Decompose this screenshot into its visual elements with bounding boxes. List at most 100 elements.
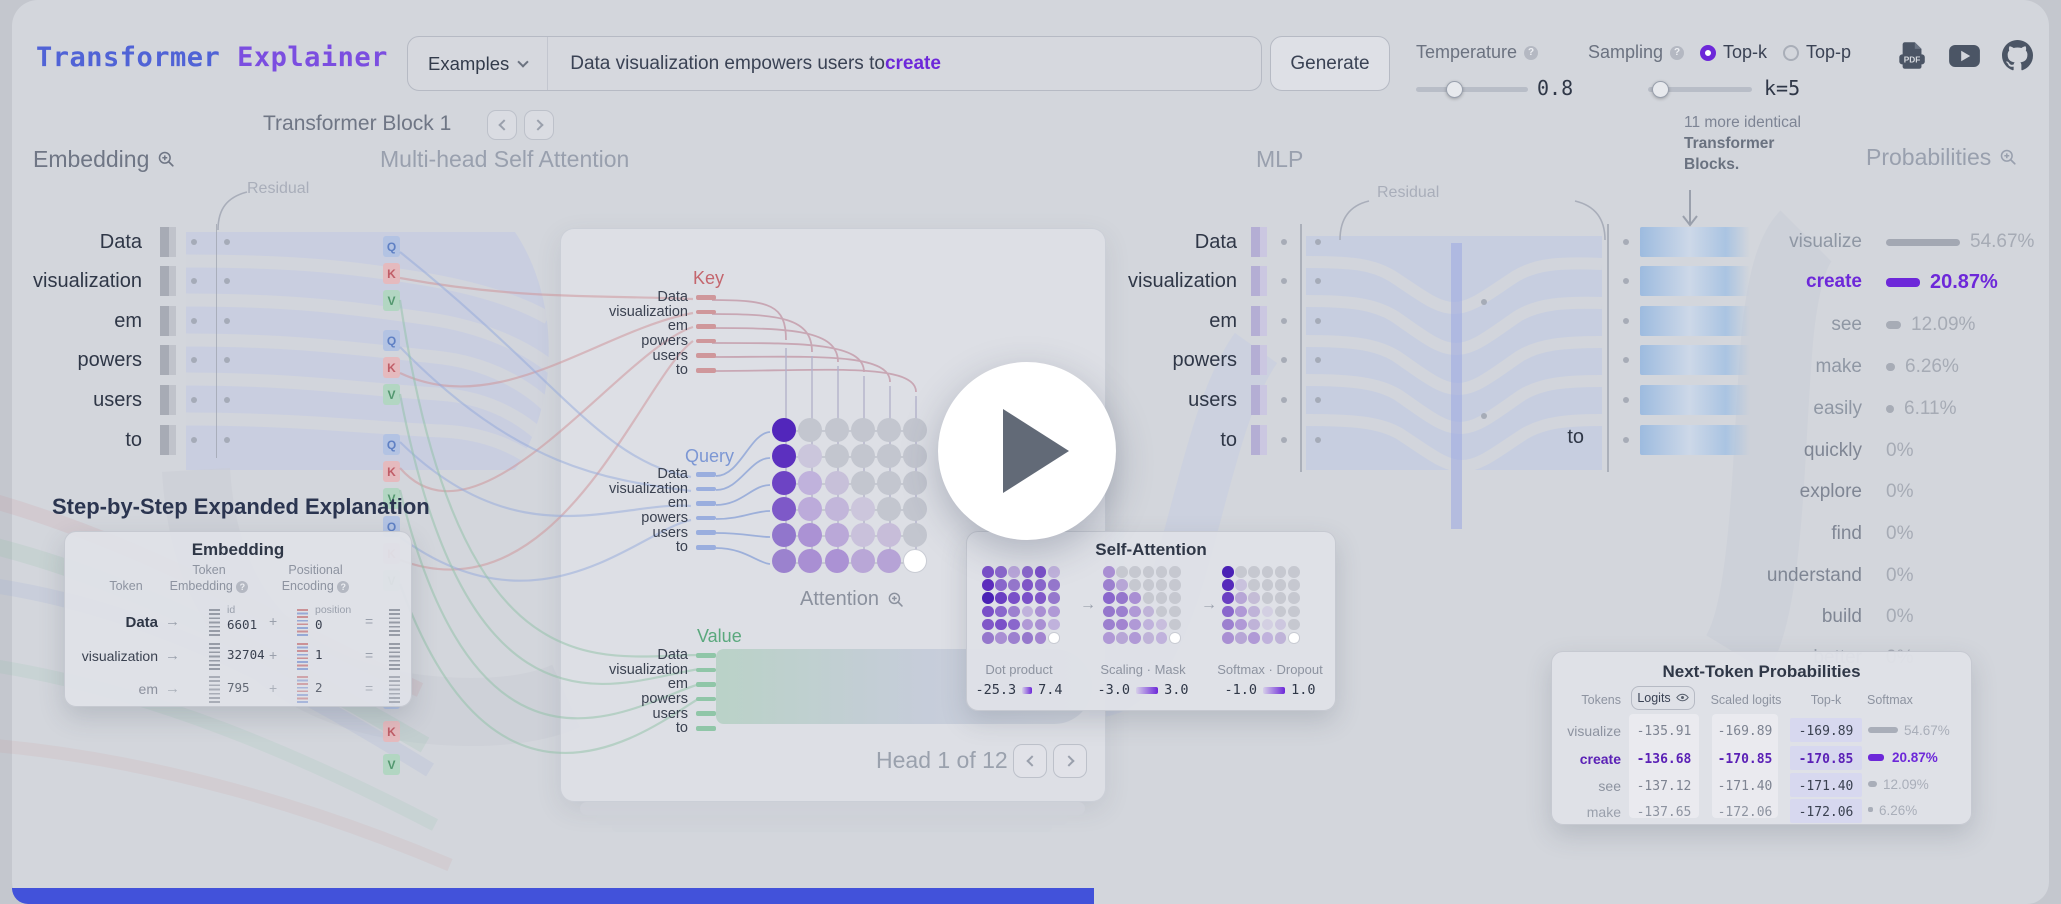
- arrow-right-icon: →: [165, 647, 180, 664]
- equals-sign: =: [365, 680, 374, 696]
- explanation-heading: Step-by-Step Expanded Explanation: [52, 494, 430, 519]
- logits-toggle-button[interactable]: Logits: [1631, 686, 1695, 710]
- query-dash: [696, 486, 716, 492]
- plus-sign: +: [269, 680, 278, 696]
- range-legend-chip: [1263, 687, 1286, 694]
- probability-bar: [1886, 238, 1960, 246]
- logits-column-stripe: [1629, 714, 1699, 818]
- topp-radio[interactable]: [1783, 44, 1800, 61]
- topk-radio-option[interactable]: Top-k: [1700, 42, 1767, 63]
- value-token: Data: [657, 647, 716, 663]
- token-position: 1: [315, 647, 323, 662]
- nt-topk: -170.85: [1798, 752, 1854, 767]
- col-token-embedding-header-1: Token: [192, 563, 226, 577]
- token-label: to: [1220, 428, 1237, 451]
- temperature-slider-knob[interactable]: [1446, 81, 1463, 98]
- mlp-token-row: users: [1040, 385, 1321, 415]
- arrow-right-icon: →: [1080, 596, 1096, 613]
- col-positional-header-1: Positional: [288, 563, 343, 577]
- flow-dot: [1623, 437, 1629, 443]
- embedding-vector-block: [160, 385, 176, 415]
- next-token-card-title: Next-Token Probabilities: [1662, 662, 1861, 681]
- topk-cell: [1790, 799, 1862, 823]
- query-chip: Q: [383, 236, 400, 257]
- token-embedding-help-icon[interactable]: ?: [236, 581, 249, 593]
- prompt-input[interactable]: Data visualization empowers users to cre…: [548, 37, 1261, 90]
- prompt-group: Examples Data visualization empowers use…: [407, 36, 1262, 91]
- nt-logit: -137.65: [1636, 805, 1692, 820]
- video-progress-bar[interactable]: [12, 888, 1094, 904]
- k-slider-knob[interactable]: [1652, 81, 1669, 98]
- prev-head-button[interactable]: [1013, 744, 1047, 778]
- flow-dot: [1281, 437, 1287, 443]
- k-slider[interactable]: [1648, 87, 1752, 92]
- app-logo[interactable]: Transformer Explainer: [36, 42, 388, 73]
- flow-dot: [1315, 397, 1321, 403]
- flow-dot: [1623, 397, 1629, 403]
- prompt-highlight: create: [884, 52, 941, 74]
- probability-bar: [1886, 321, 1901, 329]
- plus-sign: +: [269, 613, 278, 629]
- zoom-in-icon[interactable]: [157, 150, 176, 169]
- sampling-help-icon[interactable]: ?: [1670, 45, 1685, 60]
- zoom-in-icon[interactable]: [887, 591, 905, 609]
- github-icon[interactable]: [2002, 40, 2033, 71]
- embedding-vector-block: [160, 266, 176, 296]
- video-play-button[interactable]: [938, 362, 1116, 540]
- next-head-button[interactable]: [1053, 744, 1087, 778]
- prev-block-button[interactable]: [487, 110, 517, 140]
- flow-dot: [191, 239, 197, 245]
- nt-scaled: -169.89: [1717, 724, 1773, 739]
- key-chip: K: [383, 461, 400, 482]
- attention-section-label: Multi-head Self Attention: [380, 146, 629, 173]
- value-dash: [696, 667, 716, 673]
- embedding-row: Data → id 6601 + position 0 =: [65, 604, 413, 638]
- examples-dropdown[interactable]: Examples: [408, 37, 549, 90]
- embedding-label-text: Embedding: [33, 146, 150, 172]
- value-token: users: [653, 706, 716, 722]
- token-embedding-barcode: [209, 643, 220, 671]
- col-positional-header-2: Encoding ?: [273, 579, 358, 593]
- topk-radio[interactable]: [1700, 44, 1716, 61]
- temperature-slider[interactable]: [1416, 87, 1528, 92]
- more-blocks-line-2: Transformer: [1684, 135, 1775, 152]
- dot-product-label: Dot product: [985, 662, 1053, 677]
- zoom-in-icon[interactable]: [1999, 148, 2018, 167]
- mlp-line-right: [1607, 224, 1609, 472]
- key-token: users: [653, 348, 716, 364]
- query-dash: [696, 501, 716, 506]
- youtube-icon[interactable]: [1949, 44, 1980, 67]
- mlp-neuron-dot: [1481, 299, 1487, 305]
- positional-encoding-barcode: [297, 643, 308, 671]
- token-label: users: [93, 388, 142, 411]
- value-chip: V: [383, 754, 400, 775]
- value-dash: [696, 653, 716, 658]
- flow-dot: [1315, 437, 1321, 443]
- pdf-icon[interactable]: PDF: [1896, 40, 1927, 71]
- embedding-token-row: em: [0, 306, 230, 336]
- temperature-help-icon[interactable]: ?: [1524, 45, 1539, 60]
- next-block-button[interactable]: [524, 110, 554, 140]
- stacked-head-page: [580, 802, 1085, 815]
- positional-encoding-help-icon[interactable]: ?: [337, 581, 350, 593]
- query-token: em: [668, 495, 716, 511]
- flow-dot: [224, 278, 230, 284]
- sum-barcode: [389, 643, 400, 671]
- nt-scaled: -171.40: [1717, 779, 1773, 794]
- generate-button[interactable]: Generate: [1270, 36, 1390, 91]
- nt-logit: -136.68: [1636, 752, 1692, 767]
- token-label: Data: [99, 230, 142, 253]
- embedding-token-row: visualization: [0, 266, 230, 296]
- value-chip: V: [383, 384, 400, 405]
- mlp-token-row: Data: [1040, 227, 1321, 257]
- token-id: 795: [227, 680, 250, 695]
- nt-token: visualize: [1567, 723, 1621, 739]
- topk-col-header: Top-k: [1810, 693, 1842, 707]
- temperature-label: Temperature: [1416, 42, 1518, 62]
- embedding-row: em → 795 + 2 =: [65, 675, 413, 705]
- query-dash: [696, 530, 716, 535]
- topp-radio-option[interactable]: Top-p: [1783, 42, 1851, 63]
- query-token: powers: [641, 510, 716, 526]
